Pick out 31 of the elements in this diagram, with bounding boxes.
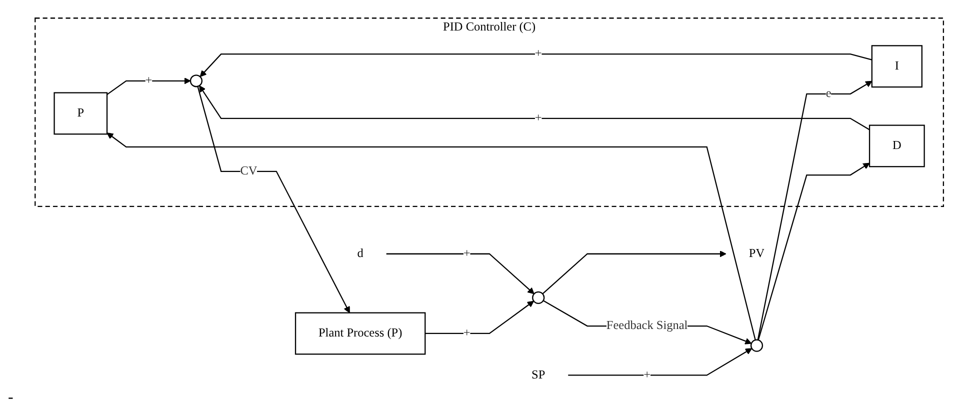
arrow bbox=[568, 348, 752, 376]
node-text: PV bbox=[749, 246, 765, 260]
node-box: P bbox=[54, 92, 108, 134]
arrow bbox=[542, 250, 726, 294]
sign-label: - bbox=[8, 389, 14, 406]
arrow bbox=[758, 162, 870, 340]
node-circle bbox=[750, 338, 764, 352]
arrow bbox=[106, 77, 191, 95]
edge-label: + bbox=[464, 326, 471, 340]
arrow bbox=[543, 300, 752, 344]
node-circle bbox=[190, 74, 203, 87]
node-text: d bbox=[357, 246, 364, 260]
node-box: Plant Process (P) bbox=[295, 312, 426, 354]
arrow bbox=[758, 80, 872, 340]
edge-label: CV bbox=[240, 164, 258, 178]
edge-label: + bbox=[535, 111, 542, 124]
arrow bbox=[200, 53, 872, 76]
edge-label: e bbox=[826, 86, 832, 100]
arrow bbox=[197, 86, 350, 313]
arrow bbox=[199, 84, 870, 130]
node-text: SP bbox=[532, 368, 546, 381]
edge-label: + bbox=[464, 246, 471, 260]
node-box: I bbox=[872, 44, 923, 88]
arrow bbox=[425, 300, 534, 334]
edge-label: + bbox=[535, 46, 542, 60]
node-box: D bbox=[869, 124, 926, 167]
node-circle bbox=[532, 290, 545, 304]
arrow bbox=[386, 252, 535, 294]
edge-label: + bbox=[145, 74, 152, 87]
edge-label: Feedback Signal bbox=[606, 318, 688, 332]
edge-label: + bbox=[644, 368, 651, 381]
